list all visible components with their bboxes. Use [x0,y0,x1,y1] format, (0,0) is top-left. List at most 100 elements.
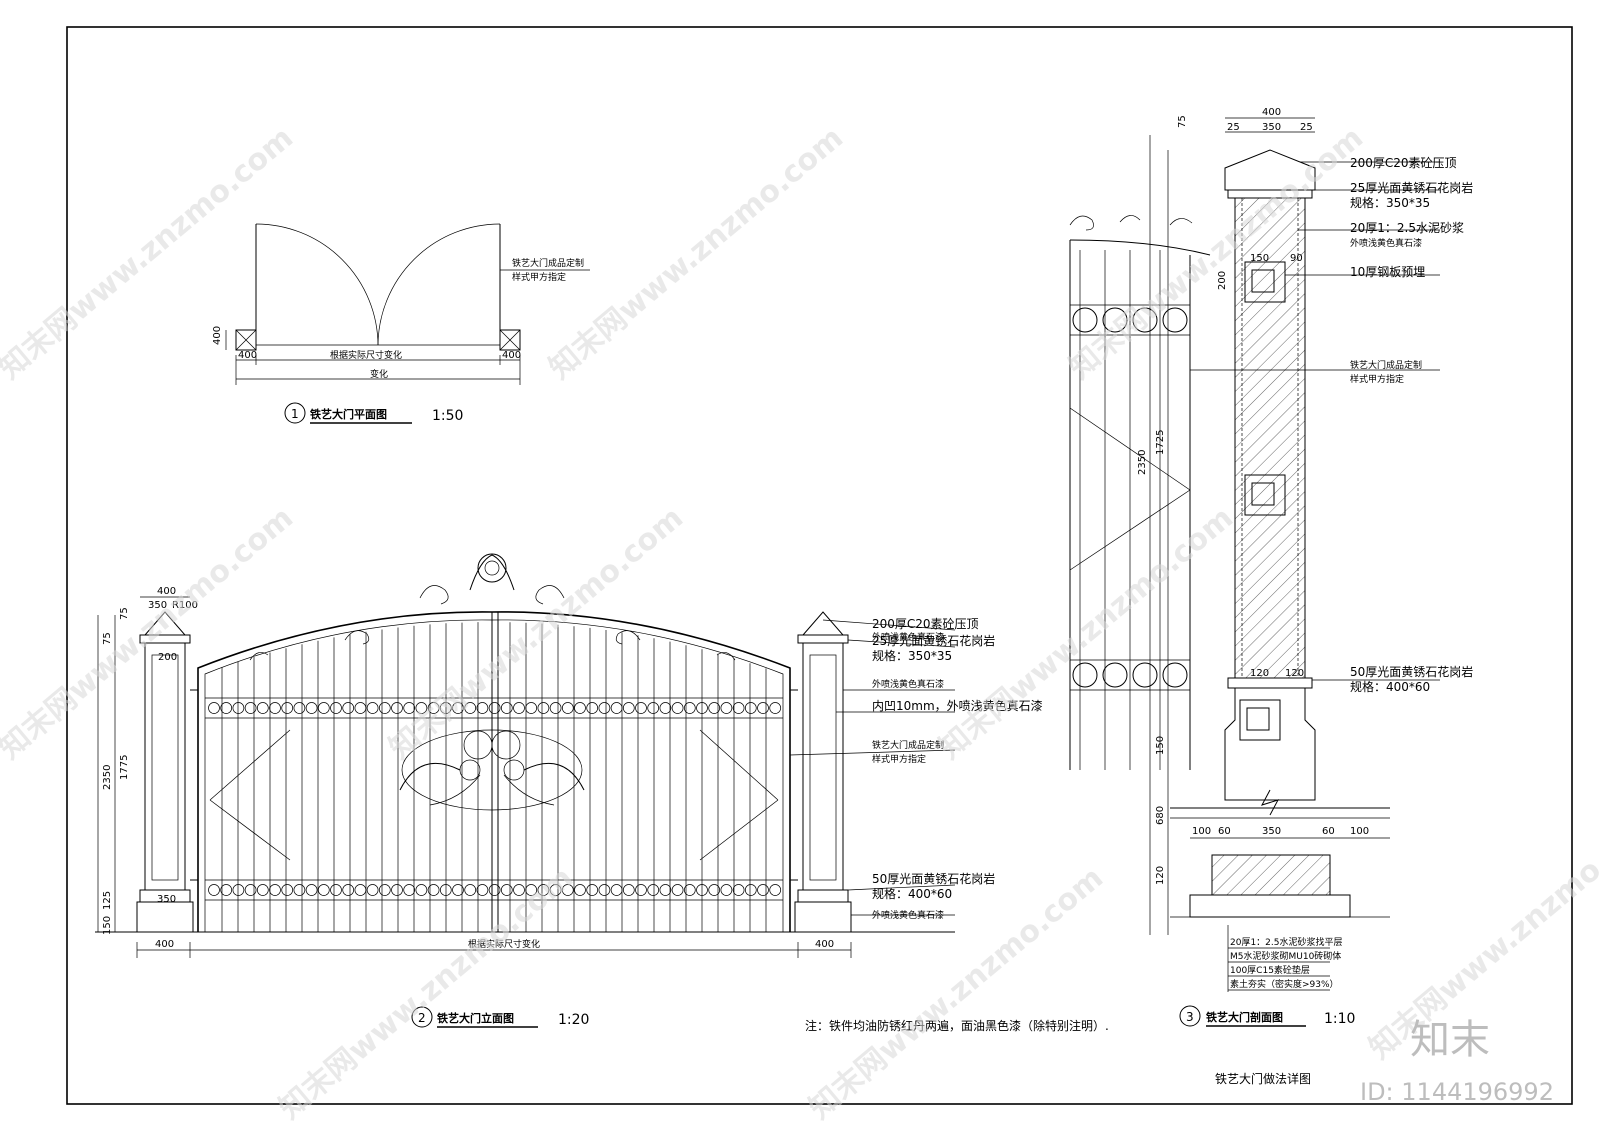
elevation-ring [598,702,611,714]
elevation-callout-5-a: 铁艺大门成品定制 [872,739,944,751]
elevation-ring [513,702,525,714]
watermark-brand: 知末 [1410,1017,1490,1063]
elevation-ring [403,884,416,896]
elevation-ring [269,702,281,714]
plan-left-swing-arc [255,223,379,346]
elevation-ring [476,702,489,714]
elevation-ring [232,702,245,714]
elevation-dim-bottom-left: 400 [155,939,174,950]
elevation-ring [586,884,599,896]
elevation-ring [354,884,367,896]
elevation-ring [708,702,721,714]
plan-dim-height: 400 [212,326,223,345]
elevation-ring-row-top [208,702,782,714]
section-callout-3-a: 20厚1：2.5水泥砂浆 [1350,220,1464,235]
elevation-ring [622,702,635,714]
elevation-ring [757,884,769,896]
elevation-ring [732,884,745,896]
elevation-callout-1-a: 200厚C20素砼压顶 [872,617,979,631]
section-callout-3-b: 外喷浅黄色真石漆 [1350,237,1422,249]
elevation-ring [330,884,342,896]
elevation-dim-left-75a: 75 [119,607,130,620]
elevation-title: 铁艺大门立面图 [437,1011,514,1025]
elevation-ring [415,702,428,714]
elevation-ring [244,884,257,896]
elevation-view: 2350 1775 75 75 125 150 400 350 R100 200… [95,553,1109,1033]
elevation-ring [683,702,696,714]
watermark-3: 知末网www.znzmo.com [1063,120,1370,386]
elevation-ring [452,702,464,714]
elevation-callout-6-b: 规格：400*60 [872,886,952,901]
section-dim-inner-150: 150 [1250,253,1269,264]
elevation-ring [671,884,684,896]
elevation-number: 2 [418,1011,426,1025]
section-embed-plate-bottom [1239,699,1281,741]
watermark-1: 知末网www.znzmo.com [0,120,300,386]
elevation-ring [391,702,403,714]
plan-note-1: 铁艺大门成品定制 [512,257,584,269]
elevation-ring [635,702,647,714]
elevation-right-pillar [794,611,852,933]
plan-note-2: 样式甲方指定 [512,271,566,283]
elevation-ring [598,884,611,896]
section-callout-6-b: 规格：400*60 [1350,679,1430,694]
elevation-ring [488,884,501,896]
elevation-dim-top-350: 350 [148,600,167,611]
elevation-ring [293,702,306,714]
elevation-dim-bottom-center: 根据实际尺寸变化 [468,938,540,950]
elevation-ring [342,702,355,714]
section-dim-left-2350: 2350 [1137,450,1148,475]
elevation-ring [317,884,330,896]
sheet-border [66,26,1573,1105]
elevation-callout-7: 外喷浅黄色真石漆 [872,909,944,921]
section-layer-table: 20厚1：2.5水泥砂浆找平层 M5水泥砂浆砌MU10砖砌体 100厚C15素砼… [1227,925,1343,992]
section-dim-inner-120b: 120 [1285,668,1304,679]
elevation-ring [757,702,769,714]
plan-dim-center: 根据实际尺寸变化 [330,349,402,361]
elevation-ring [549,884,562,896]
section-subtitle: 铁艺大门做法详图 [1215,1071,1311,1086]
elevation-ring [403,702,416,714]
elevation-ring [610,702,623,714]
section-dim-inner-120a: 120 [1250,668,1269,679]
elevation-ring [610,884,623,896]
elevation-ring [244,702,257,714]
section-layer-3: 100厚C15素砼垫层 [1230,964,1310,976]
elevation-ring [464,702,477,714]
section-gate-fragment [1069,215,1211,770]
section-dim-left-1725: 1725 [1155,430,1166,455]
elevation-ring [220,884,233,896]
section-core-hatched [1234,197,1306,679]
section-dim-top-25a: 25 [1227,122,1240,133]
elevation-ring [500,702,513,714]
elevation-ring [208,702,220,714]
elevation-ring [427,884,440,896]
elevation-callout-4: 内凹10mm，外喷浅黄色真石漆 [872,699,1043,713]
plan-number-circle [284,402,306,424]
elevation-ring [366,884,379,896]
elevation-dim-left-150: 150 [102,916,113,935]
section-dim-left-120: 120 [1155,866,1166,885]
elevation-dim-left-2350: 2350 [102,765,113,790]
section-pillar [1170,149,1390,918]
elevation-ring [537,702,550,714]
elevation-dim-left-75b: 75 [102,632,113,645]
elevation-ring [720,702,733,714]
elevation-dim-left-125: 125 [102,891,113,910]
elevation-ring [464,884,477,896]
section-callout-4: 10厚钢板预埋 [1350,265,1425,279]
elevation-dim-bottom-right: 400 [815,939,834,950]
section-dim-inner-90: 90 [1290,253,1303,264]
section-dim-bottom-60a: 60 [1218,826,1231,837]
plan-title: 铁艺大门平面图 [310,407,387,421]
section-dim-bottom-100a: 100 [1192,826,1211,837]
elevation-ring [549,702,562,714]
elevation-ring [378,884,391,896]
section-callout-1: 200厚C20素砼压顶 [1350,156,1457,170]
section-footing [1211,854,1331,896]
elevation-ring [561,702,574,714]
elevation-ring [744,702,757,714]
elevation-callout-2-a: 25厚光面黄锈石花岗岩 [872,633,995,648]
elevation-callout-2-b: 规格：350*35 [872,648,952,663]
